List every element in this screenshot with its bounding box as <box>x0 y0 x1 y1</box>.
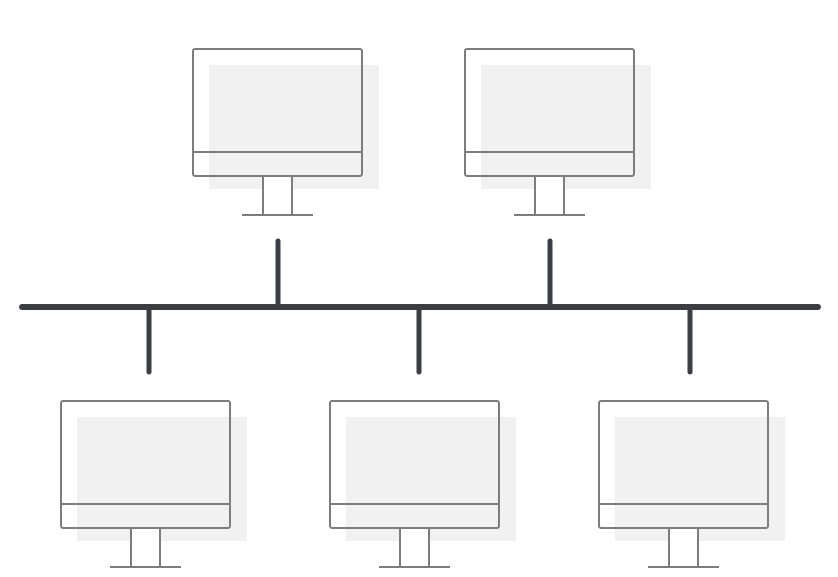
computer-monitor-icon <box>192 48 379 216</box>
computer-monitor-icon <box>329 400 516 568</box>
computer-monitor-icon <box>598 400 785 568</box>
computer-monitor-icon <box>60 400 247 568</box>
computer-monitor-icon <box>464 48 651 216</box>
